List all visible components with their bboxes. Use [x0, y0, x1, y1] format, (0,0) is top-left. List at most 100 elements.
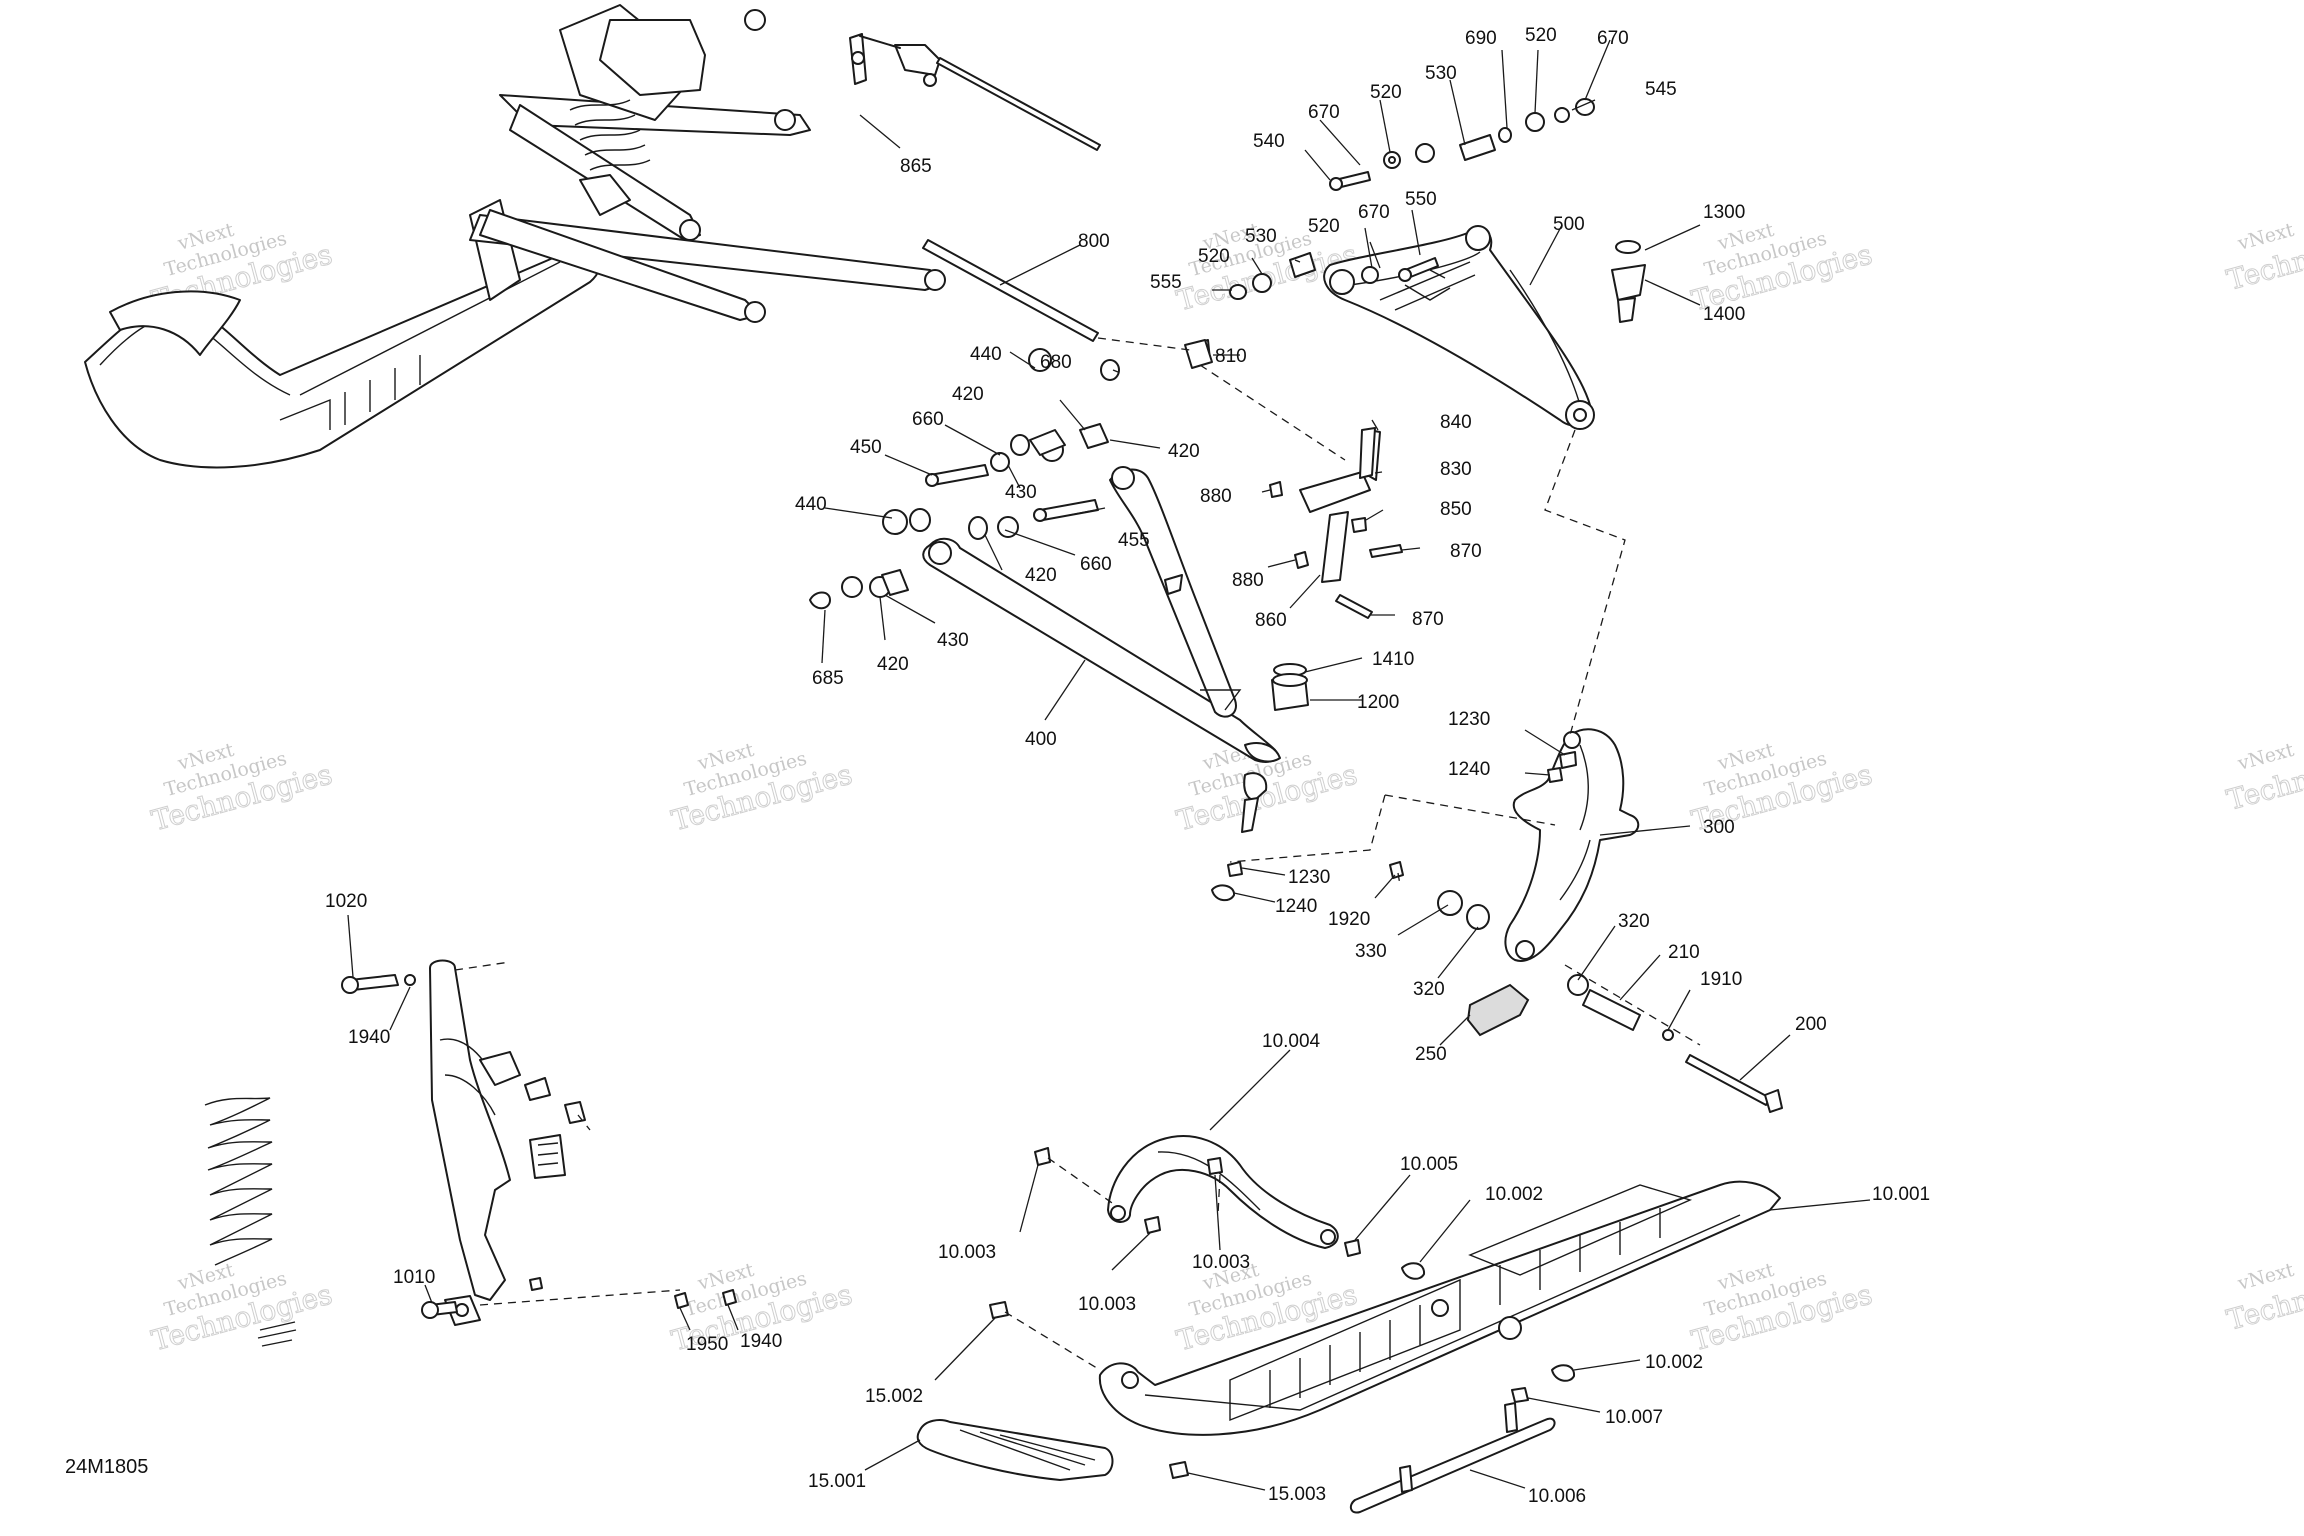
watermarks: vNext Technologies Technologies vNext Te…	[148, 216, 2304, 1358]
callout-1940: 1940	[740, 1331, 782, 1352]
callout-1230: 1230	[1448, 709, 1490, 730]
callout-320: 320	[1618, 911, 1650, 932]
ski-10-001	[1098, 1180, 1781, 1436]
ball-joint-1200	[1241, 663, 1309, 833]
callout-660: 660	[1080, 554, 1112, 575]
callout-685: 685	[812, 668, 844, 689]
callout-1410: 1410	[1372, 649, 1414, 670]
callout-420: 420	[877, 654, 909, 675]
watermark: vNext Technologies Technologies	[148, 1259, 337, 1358]
sway-link-830-860	[1269, 427, 1403, 619]
ski-skin-15-001	[916, 1419, 1114, 1481]
callout-810: 810	[1215, 346, 1247, 367]
callout-500: 500	[1553, 214, 1585, 235]
callout-880: 880	[1200, 486, 1232, 507]
shock-assembly	[204, 959, 737, 1347]
callout-440: 440	[970, 344, 1002, 365]
callout-1240: 1240	[1275, 896, 1317, 917]
callout-1230: 1230	[1288, 867, 1330, 888]
callout-320: 320	[1413, 979, 1445, 1000]
callout-520: 520	[1370, 82, 1402, 103]
callout-660: 660	[912, 409, 944, 430]
callout-250: 250	[1415, 1044, 1447, 1065]
callout-870: 870	[1412, 609, 1444, 630]
callout-10-002: 10.002	[1485, 1184, 1543, 1205]
callout-865: 865	[900, 156, 932, 177]
callout-520: 520	[1198, 246, 1230, 267]
callout-400: 400	[1025, 729, 1057, 750]
callout-860: 860	[1255, 610, 1287, 631]
watermark: vNext Technologies Technologies	[1173, 219, 1362, 318]
callout-530: 530	[1425, 63, 1457, 84]
callout-1920: 1920	[1328, 909, 1370, 930]
callout-10-003: 10.003	[1078, 1294, 1136, 1315]
callout-455: 455	[1118, 530, 1150, 551]
callout-830: 830	[1440, 459, 1472, 480]
callout-10-005: 10.005	[1400, 1154, 1458, 1175]
callout-440: 440	[795, 494, 827, 515]
callout-1950: 1950	[686, 1334, 728, 1355]
callout-880: 880	[1232, 570, 1264, 591]
callout-330: 330	[1355, 941, 1387, 962]
watermark: vNext Technologies	[2223, 736, 2304, 817]
callout-545: 545	[1645, 79, 1677, 100]
spindle-300	[1504, 728, 1640, 962]
callout-430: 430	[1005, 482, 1037, 503]
callout-10-002: 10.002	[1645, 1352, 1703, 1373]
callout-15-002: 15.002	[865, 1386, 923, 1407]
callout-800: 800	[1078, 231, 1110, 252]
callout-870: 870	[1450, 541, 1482, 562]
watermark: vNext Technologies	[2223, 216, 2304, 297]
lower-a-arm-400	[922, 466, 1281, 763]
callout-690: 690	[1465, 28, 1497, 49]
callout-840: 840	[1440, 412, 1472, 433]
watermark: vNext Technologies Technologies	[1688, 1259, 1877, 1358]
steering-link-865	[849, 33, 1101, 151]
tie-rod-end-810	[1184, 339, 1213, 369]
callout-210: 210	[1668, 942, 1700, 963]
diagram-reference: 24M1805	[65, 1456, 148, 1478]
callout-430: 430	[937, 630, 969, 651]
lower-arm-hardware	[809, 348, 1120, 610]
callout-15-003: 15.003	[1268, 1484, 1326, 1505]
callout-300: 300	[1703, 817, 1735, 838]
callout-15-001: 15.001	[808, 1471, 866, 1492]
watermark: vNext Technologies Technologies	[668, 739, 857, 838]
carbide-runner-10-006	[989, 1301, 1556, 1514]
callout-10-001: 10.001	[1872, 1184, 1930, 1205]
callout-10-006: 10.006	[1528, 1486, 1586, 1507]
callout-670: 670	[1358, 202, 1390, 223]
callout-1940: 1940	[348, 1027, 390, 1048]
callout-520: 520	[1308, 216, 1340, 237]
callout-555: 555	[1150, 272, 1182, 293]
callout-1020: 1020	[325, 891, 367, 912]
ski-loop-10-004	[1034, 1135, 1575, 1382]
callout-1200: 1200	[1357, 692, 1399, 713]
callout-420: 420	[1168, 441, 1200, 462]
callout-420: 420	[952, 384, 984, 405]
callout-1400: 1400	[1703, 304, 1745, 325]
callout-550: 550	[1405, 189, 1437, 210]
callout-540: 540	[1253, 131, 1285, 152]
watermark: vNext Technologies	[2223, 1256, 2304, 1337]
callout-670: 670	[1597, 28, 1629, 49]
callout-200: 200	[1795, 1014, 1827, 1035]
callout-labels: 865 800 810 690 520 670 530 520 545 670 …	[325, 25, 1930, 1507]
spindle-hardware	[1211, 861, 1783, 1113]
callout-680: 680	[1040, 352, 1072, 373]
leader-lines	[347, 39, 1871, 1491]
callout-1300: 1300	[1703, 202, 1745, 223]
callout-1910: 1910	[1700, 969, 1742, 990]
assembled-suspension-illustration	[84, 4, 946, 469]
callout-450: 450	[850, 437, 882, 458]
watermark: vNext Technologies Technologies	[148, 739, 337, 838]
callout-530: 530	[1245, 226, 1277, 247]
callout-670: 670	[1308, 102, 1340, 123]
upper-a-arm-500	[1323, 225, 1595, 430]
callout-10-004: 10.004	[1262, 1031, 1321, 1052]
dashed-connectors	[1097, 337, 1701, 1046]
callout-1240: 1240	[1448, 759, 1490, 780]
callout-10-003: 10.003	[938, 1242, 996, 1263]
upper-arm-hardware	[1187, 98, 1595, 366]
